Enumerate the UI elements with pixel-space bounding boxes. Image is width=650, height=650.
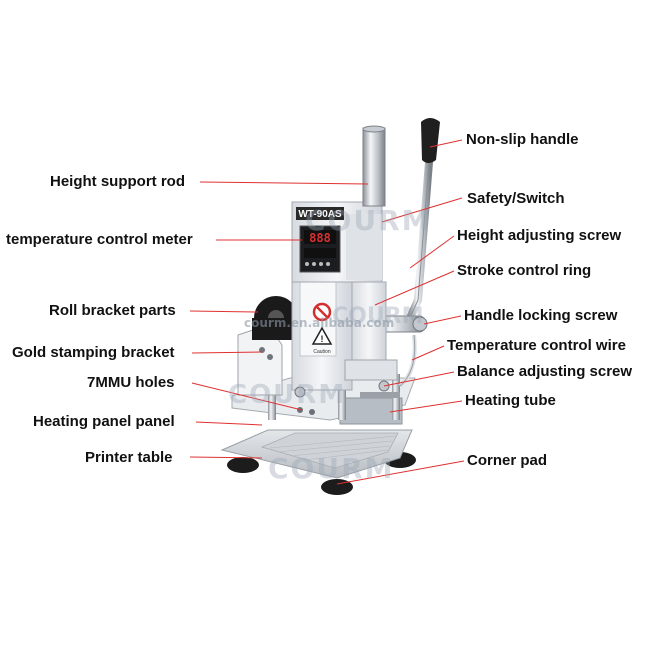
leader-line (191, 382, 303, 411)
label-balance-adjusting-screw: Balance adjusting screw (457, 363, 633, 380)
heating-tube (360, 392, 400, 398)
warning-triangle-icon (311, 326, 333, 345)
heating-plate-block (339, 397, 403, 425)
leader-line (189, 456, 263, 459)
leader-line (429, 139, 463, 148)
printer-table-grid (260, 432, 399, 469)
label-height-support-rod: Height support rod (50, 173, 185, 190)
leader-line (189, 310, 259, 313)
label-heating-panel-panel: Heating panel panel (33, 413, 175, 430)
label-temperature-control-meter: temperature control meter (6, 231, 193, 248)
label-handle-locking-screw: Handle locking screw (464, 307, 618, 324)
watermark-courm: COURM (332, 304, 424, 329)
model-plate-text: WT-90AS (298, 209, 342, 220)
leader-line (191, 351, 263, 354)
meter-reading-text: 888 (309, 231, 331, 245)
leader-line (381, 197, 463, 223)
label-7mmu-holes: 7MMU holes (87, 374, 175, 391)
warning-label-text: Caution (313, 349, 330, 355)
label-stroke-control-ring: Stroke control ring (457, 262, 592, 279)
corner-pad-foot-left (227, 457, 259, 473)
leader-line (411, 345, 445, 361)
watermark-courm: COURM (228, 380, 347, 410)
leader-line (195, 421, 263, 426)
label-gold-stamping-bracket: Gold stamping bracket (12, 344, 175, 361)
watermark-courm: COURM (305, 204, 432, 237)
watermark-site: courm.en.alibaba.com (244, 316, 395, 330)
label-safety-switch: Safety/Switch (467, 190, 565, 207)
leader-line (199, 181, 369, 185)
label-temperature-control-wire: Temperature control wire (447, 337, 626, 354)
leader-line (383, 371, 455, 387)
label-corner-pad: Corner pad (467, 452, 548, 469)
label-non-slip-handle: Non-slip handle (466, 131, 579, 148)
watermark-courm: COURM (268, 452, 395, 485)
non-slip-handle-grip (421, 118, 440, 163)
leader-line (389, 400, 463, 413)
label-printer-table: Printer table (85, 449, 173, 466)
svg-text:!: ! (321, 334, 324, 344)
leader-line (409, 235, 455, 269)
label-heating-tube: Heating tube (465, 392, 556, 409)
leader-line (336, 460, 465, 485)
leader-line (423, 315, 462, 325)
label-height-adjusting-screw: Height adjusting screw (457, 227, 622, 244)
leader-line (374, 270, 455, 306)
label-roll-bracket-parts: Roll bracket parts (49, 302, 176, 319)
